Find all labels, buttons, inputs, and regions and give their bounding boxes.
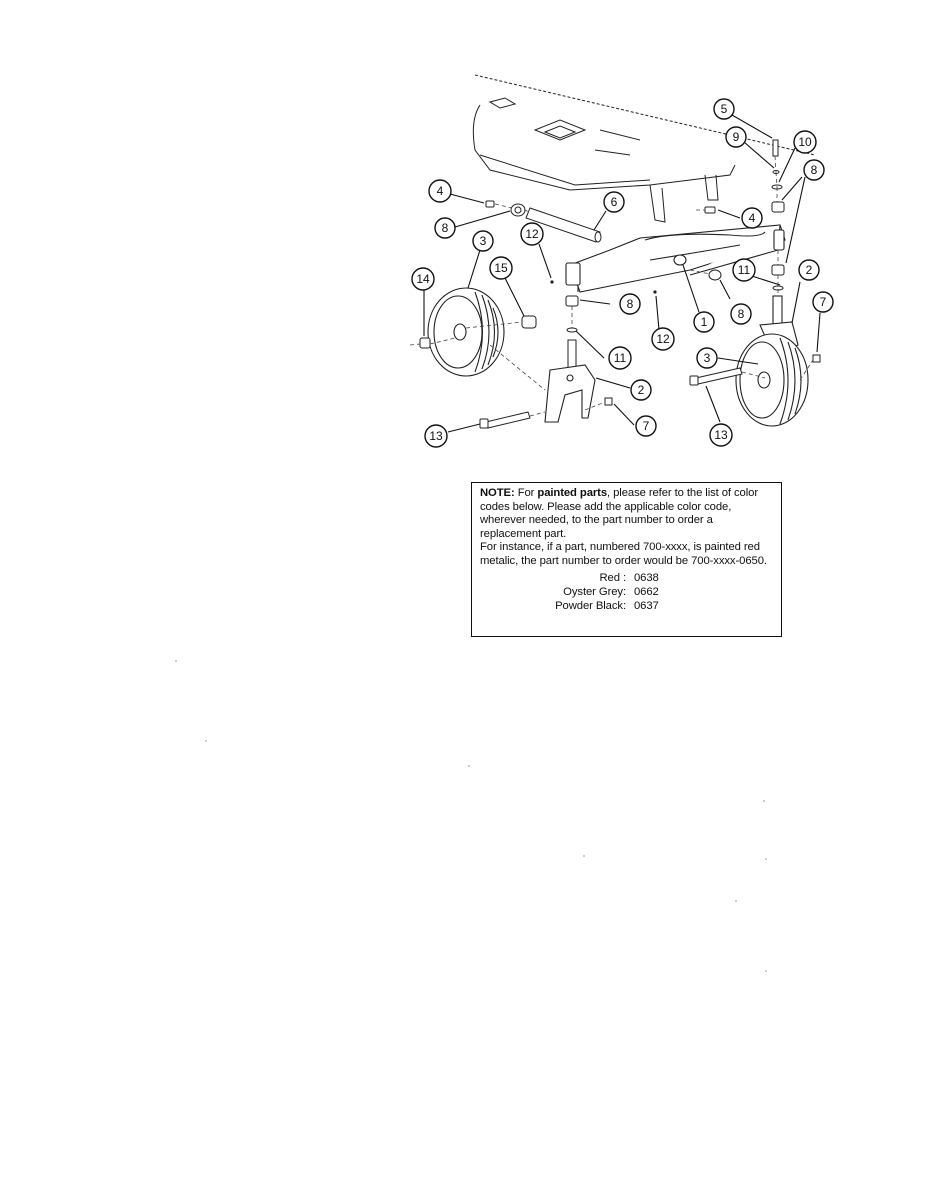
svg-text:11: 11: [738, 263, 751, 277]
callout-3-right: 3: [696, 347, 718, 369]
callout-8-left: 8: [434, 217, 456, 239]
note-paragraph: NOTE: For painted parts, please refer to…: [480, 487, 775, 541]
callout-13-right: 13: [709, 423, 733, 447]
color-code-table: Red : 0638 Oyster Grey: 0662 Powder Blac…: [480, 571, 775, 613]
axle-bolt-right: [689, 367, 743, 386]
svg-text:3: 3: [704, 351, 711, 365]
color-code: 0662: [634, 585, 659, 598]
hub-cap: [419, 337, 431, 349]
svg-text:2: 2: [638, 383, 645, 397]
callout-15: 15: [489, 256, 513, 280]
svg-text:8: 8: [627, 297, 634, 311]
callout-6: 6: [603, 191, 625, 213]
note-label: NOTE:: [480, 487, 515, 499]
color-name: Oyster Grey:: [563, 585, 626, 598]
scan-speck: [468, 765, 470, 767]
scan-speck: [735, 900, 737, 902]
svg-text:6: 6: [611, 195, 618, 209]
callout-7-right: 7: [812, 291, 834, 313]
callout-13-left: 13: [424, 424, 448, 448]
callout-12-lower: 12: [651, 327, 675, 351]
svg-text:11: 11: [614, 351, 627, 365]
callout-3-left: 3: [472, 230, 494, 252]
note-emphasis: painted parts: [537, 487, 608, 499]
svg-text:7: 7: [643, 419, 650, 433]
fork-left: [544, 364, 596, 423]
svg-text:12: 12: [525, 227, 539, 241]
bolt-left: [485, 200, 495, 208]
wheel-spacer: [521, 315, 537, 329]
wheel-left: [427, 287, 505, 377]
lock-nut-right: [812, 354, 821, 363]
bushing-center: [708, 269, 722, 281]
lock-nut-left: [604, 397, 613, 406]
callout-12-upper: 12: [520, 222, 544, 246]
callout-8-center: 8: [619, 293, 641, 315]
color-code-row: Red : 0638: [480, 571, 775, 585]
bolt-right: [704, 206, 716, 214]
callout-7-left: 7: [635, 415, 657, 437]
svg-text:7: 7: [820, 295, 827, 309]
callout-8-right: 8: [730, 303, 752, 325]
front-axle: [565, 224, 786, 293]
front-axle-exploded-diagram: 5 9 10 8 4 6 4 8 3 12 15 14 11 2 8 7 1 8…: [409, 74, 834, 448]
svg-text:13: 13: [714, 428, 728, 442]
callout-5: 5: [713, 98, 735, 120]
wheel-right: [735, 333, 809, 427]
spindle-stack-right: [771, 139, 785, 291]
assembly-lines: [409, 155, 814, 417]
grease-fitting-left: [550, 280, 554, 284]
scan-speck: [175, 660, 177, 662]
callout-2-left: 2: [630, 379, 652, 401]
scan-speck: [205, 740, 207, 742]
color-code: 0637: [634, 599, 659, 612]
note-example: For instance, if a part, numbered 700-xx…: [480, 541, 767, 567]
svg-text:13: 13: [429, 429, 443, 443]
scan-speck: [583, 855, 585, 857]
callout-14: 14: [411, 267, 435, 291]
svg-text:8: 8: [811, 163, 818, 177]
note-text-part-1: For: [514, 487, 538, 499]
axle-bolt-left: [479, 411, 531, 429]
scan-speck: [765, 970, 767, 972]
svg-text:4: 4: [437, 184, 444, 198]
svg-text:5: 5: [721, 102, 728, 116]
svg-text:10: 10: [798, 135, 812, 149]
callout-4-left: 4: [428, 179, 452, 203]
color-name: Red :: [599, 571, 626, 584]
svg-text:1: 1: [701, 315, 708, 329]
leader-lines: [423, 114, 821, 433]
svg-text:2: 2: [806, 263, 813, 277]
callout-10: 10: [793, 130, 817, 154]
svg-text:8: 8: [738, 307, 745, 321]
color-code-row: Oyster Grey: 0662: [480, 585, 775, 599]
callout-1: 1: [693, 311, 715, 333]
mower-deck: [472, 74, 816, 223]
note-text-part-2: , please refer to the list of color code…: [480, 487, 758, 540]
color-code: 0638: [634, 571, 659, 584]
svg-text:12: 12: [656, 332, 670, 346]
svg-text:14: 14: [416, 272, 430, 286]
svg-text:15: 15: [494, 261, 508, 275]
svg-text:8: 8: [442, 221, 449, 235]
svg-text:9: 9: [733, 130, 740, 144]
callout-4-right: 4: [741, 207, 763, 229]
color-code-note: NOTE: For painted parts, please refer to…: [471, 482, 782, 637]
callout-2-right: 2: [798, 259, 820, 281]
callout-8-top-right: 8: [803, 159, 825, 181]
svg-text:4: 4: [749, 211, 756, 225]
pivot-tube: [525, 207, 602, 243]
callout-11-right: 11: [732, 258, 756, 282]
color-code-row: Powder Black: 0637: [480, 599, 775, 613]
callout-11-left: 11: [608, 346, 632, 370]
svg-text:3: 3: [480, 234, 487, 248]
scan-speck: [763, 800, 765, 802]
scan-speck: [765, 858, 767, 860]
bushing-left: [510, 203, 526, 217]
grease-fitting-right: [653, 290, 657, 294]
callout-9: 9: [725, 126, 747, 148]
color-name: Powder Black:: [555, 599, 626, 612]
